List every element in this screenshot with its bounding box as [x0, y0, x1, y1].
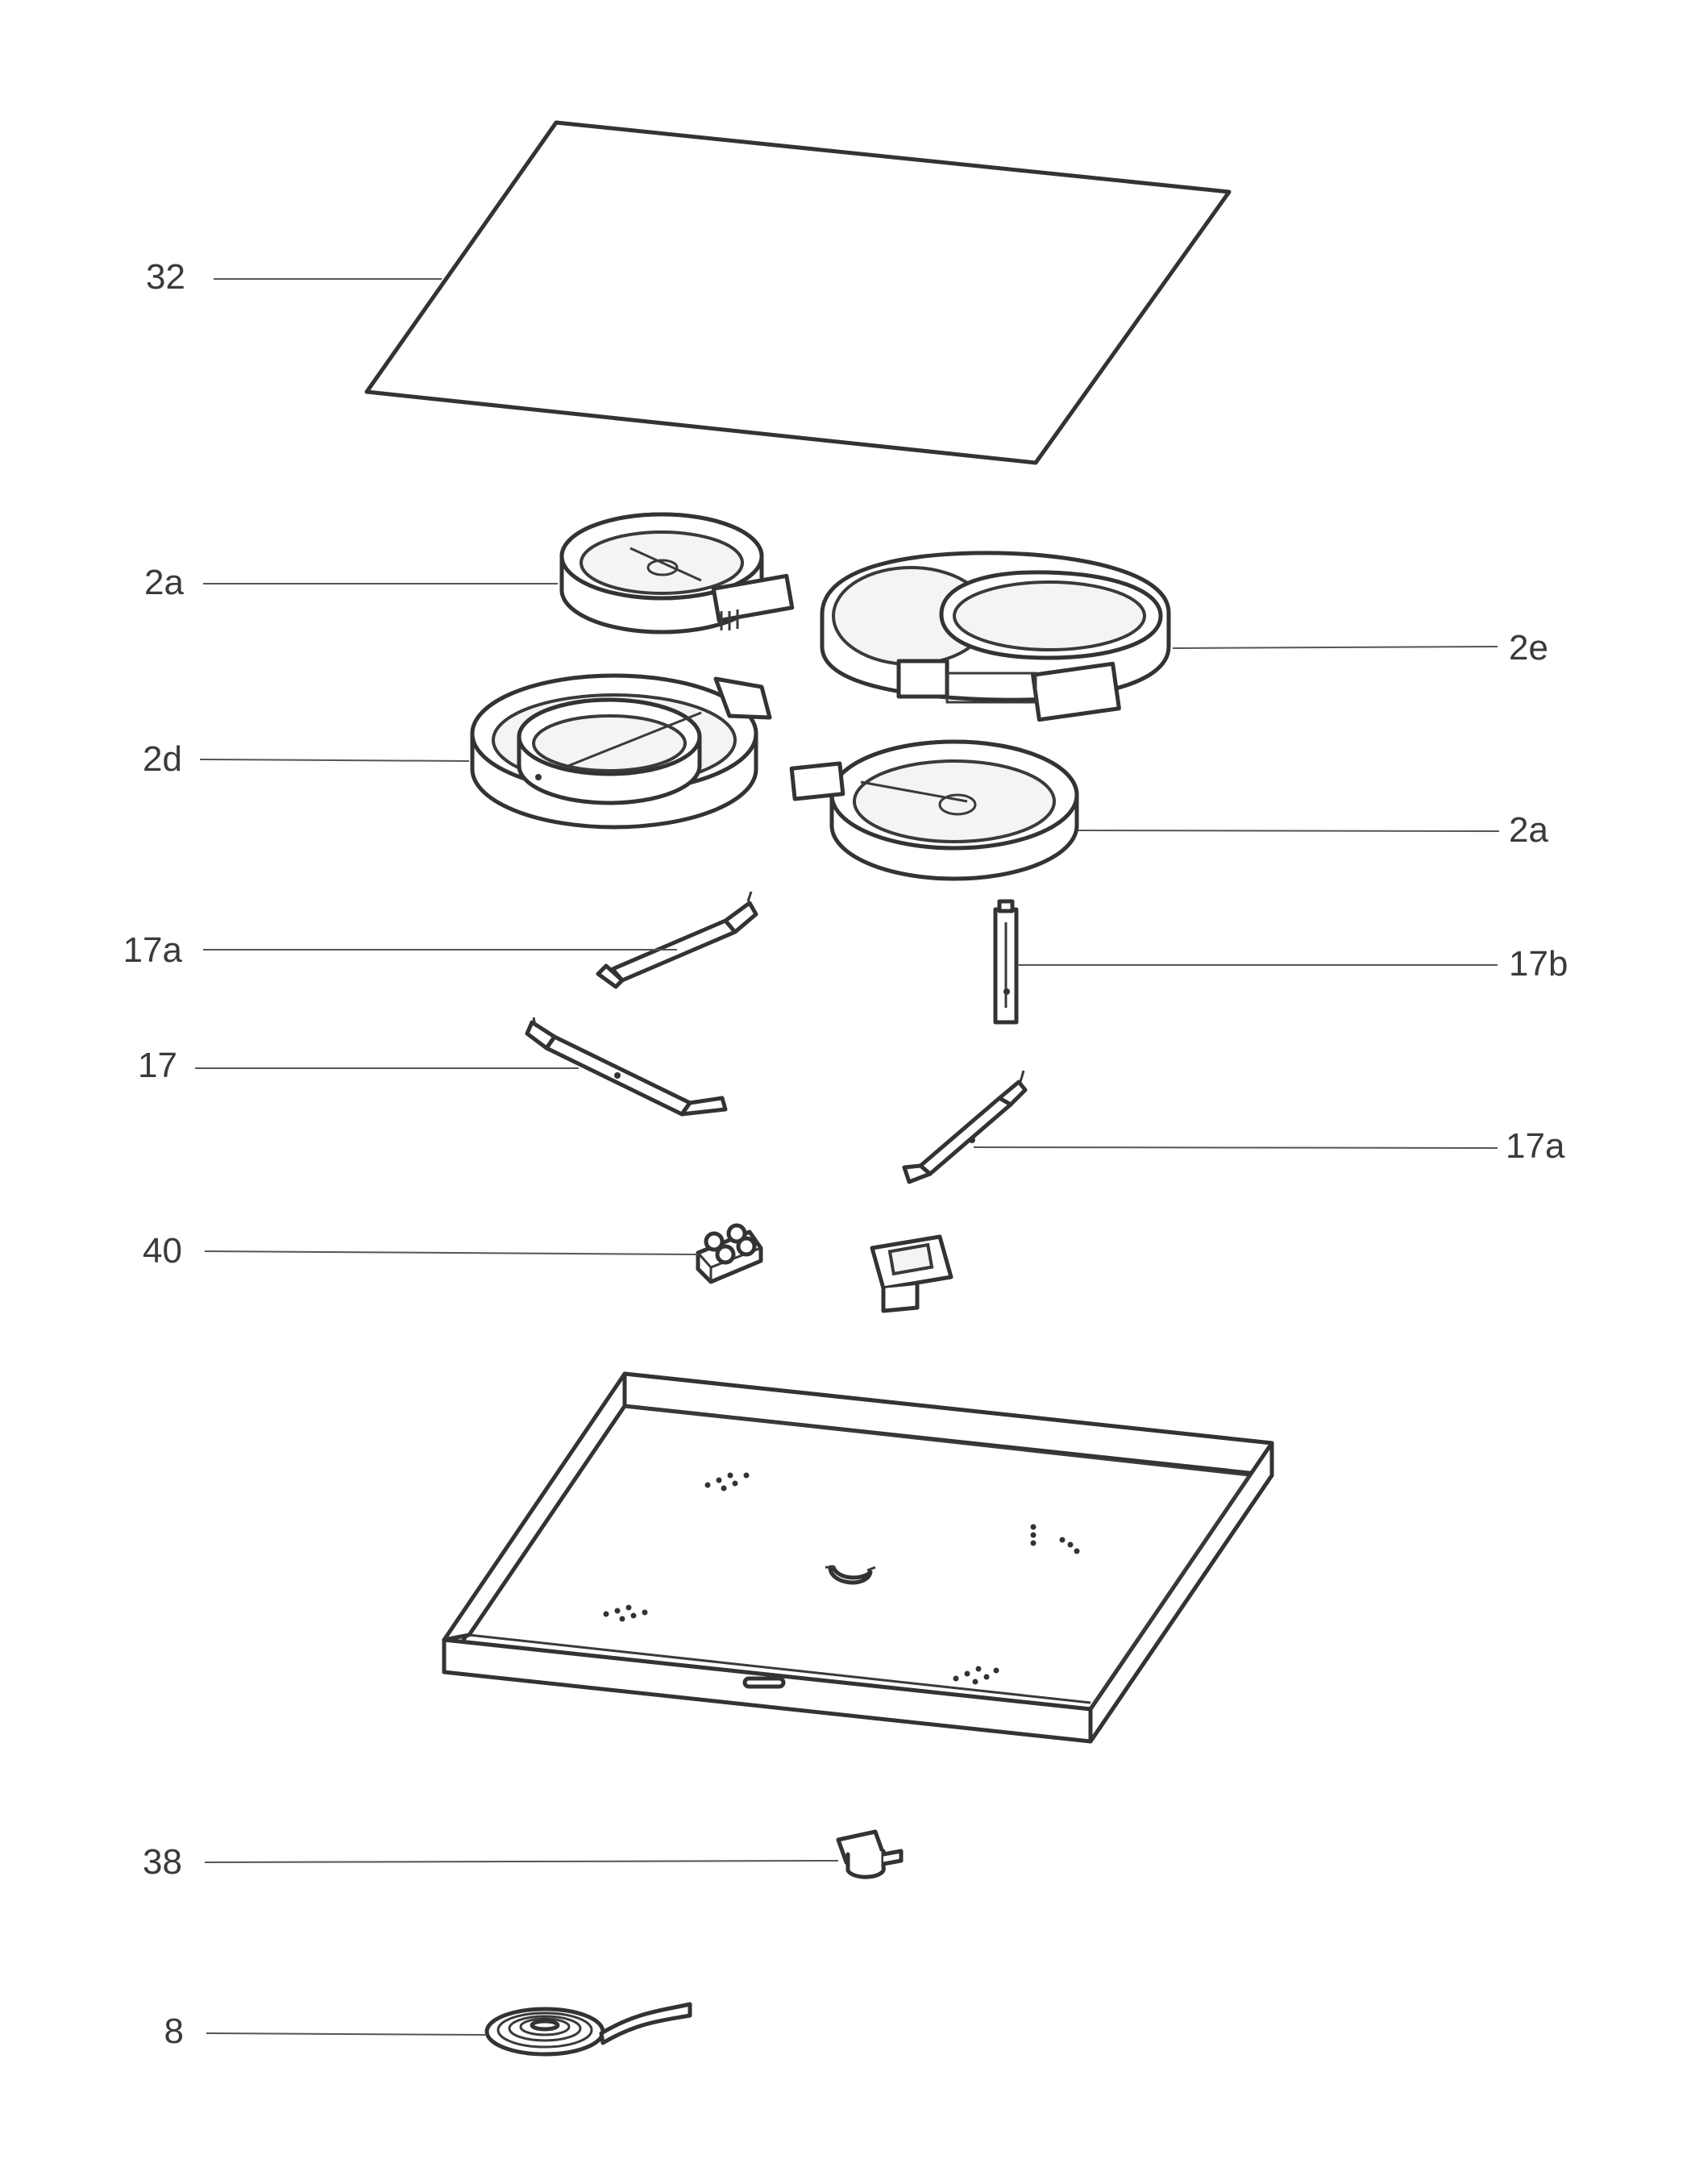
label-17a-right: 17a [1506, 1126, 1565, 1166]
label-38: 38 [143, 1842, 182, 1882]
part-17b-limiter [993, 899, 1498, 1025]
label-2e: 2e [1509, 628, 1548, 668]
part-2a-heater-top [203, 512, 795, 634]
label-2d: 2d [143, 739, 182, 779]
part-17-bracket [195, 1017, 728, 1117]
part-32-glass-top [214, 120, 1232, 465]
label-2a-top: 2a [144, 563, 184, 602]
part-2e-oval-heater [820, 551, 1498, 722]
label-40: 40 [143, 1231, 182, 1271]
part-2a-heater-right [789, 739, 1500, 881]
leader-2a-right [1078, 830, 1500, 832]
part-8-seal-tape [206, 2002, 692, 2057]
label-32: 32 [146, 257, 185, 297]
label-2a-right: 2a [1509, 810, 1548, 850]
leader-40 [204, 1250, 699, 1255]
part-17a-limiter-left [203, 891, 758, 989]
part-38-clip [204, 1829, 904, 1879]
label-8: 8 [164, 2011, 184, 2051]
label-17: 17 [138, 1046, 177, 1085]
leader-17a-right [973, 1146, 1498, 1149]
part-base-tray [442, 1371, 1274, 1744]
part-connector [870, 1234, 953, 1313]
leader-2d [199, 759, 470, 762]
part-2d-dual-heater [199, 673, 772, 830]
label-17b: 17b [1509, 944, 1568, 984]
part-17a-limiter-right [902, 1070, 1498, 1184]
label-17a-left: 17a [123, 930, 182, 970]
part-40-terminal-block [204, 1223, 763, 1284]
leader-2e [1172, 646, 1498, 649]
leader-8 [206, 2032, 488, 2036]
leader-38 [204, 1860, 839, 1863]
